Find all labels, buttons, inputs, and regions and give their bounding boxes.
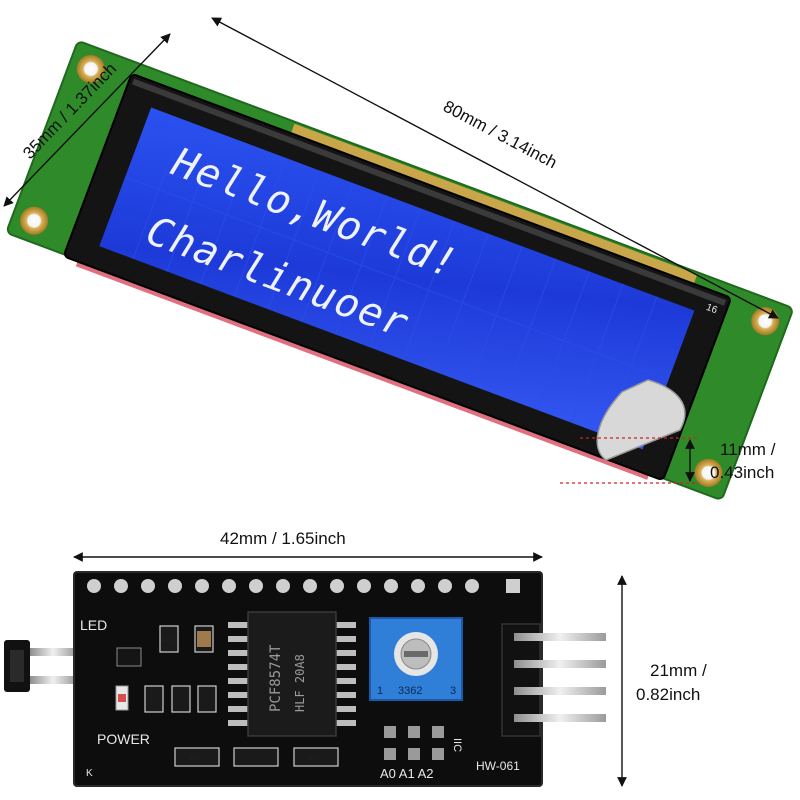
address-pads [384, 726, 444, 760]
adapter-top-pads [87, 579, 520, 593]
address-labels: A0 A1 A2 [380, 766, 434, 781]
adapter-height-label-1: 21mm / [650, 661, 707, 680]
pot-pin-left: 1 [377, 685, 383, 697]
adapter-height-dimension: 21mm / 0.82inch [617, 575, 707, 787]
lcd-thickness-label-2: 0.43inch [710, 463, 774, 482]
i2c-header [501, 623, 606, 737]
capacitor [197, 631, 211, 647]
mount-hole-bl [20, 206, 49, 235]
adapter-width-dimension: 42mm / 1.65inch [73, 529, 543, 562]
resistor-103-label: 103 [309, 756, 320, 762]
resistor-101-label: 101 [190, 756, 201, 762]
chip-marking-1: PCF8574T [268, 644, 284, 712]
smd-resistors [144, 625, 339, 767]
k-label: K [86, 768, 93, 779]
power-label: POWER [97, 731, 150, 747]
pcf8574t-chip: PCF8574T HLF 20A8 [228, 611, 356, 737]
lcd-module: Hello,World! Charlinuoer 16 [6, 41, 793, 500]
lcd-thickness-label-1: 11mm / [720, 440, 776, 459]
pot-marking: 3362 [398, 685, 422, 697]
chip-marking-2: HLF 20A8 [293, 654, 307, 712]
mount-hole-br [694, 458, 723, 487]
lcd-width-label: 80mm / 3.14inch [440, 97, 560, 173]
resistor-472-label: 472 [163, 638, 174, 644]
led-label: LED [80, 617, 107, 633]
lcd-flex-cable [596, 379, 686, 461]
lcd-thickness-dimension: 11mm / 0.43inch [560, 437, 776, 484]
transistor [116, 647, 142, 667]
pot-pin-right: 3 [450, 685, 456, 697]
adapter-width-label: 42mm / 1.65inch [220, 529, 346, 548]
contrast-potentiometer: 1 3362 3 [369, 617, 463, 701]
iic-label: IIC [451, 738, 463, 752]
adapter-height-label-2: 0.82inch [636, 685, 700, 704]
board-name: HW-061 [476, 759, 520, 773]
